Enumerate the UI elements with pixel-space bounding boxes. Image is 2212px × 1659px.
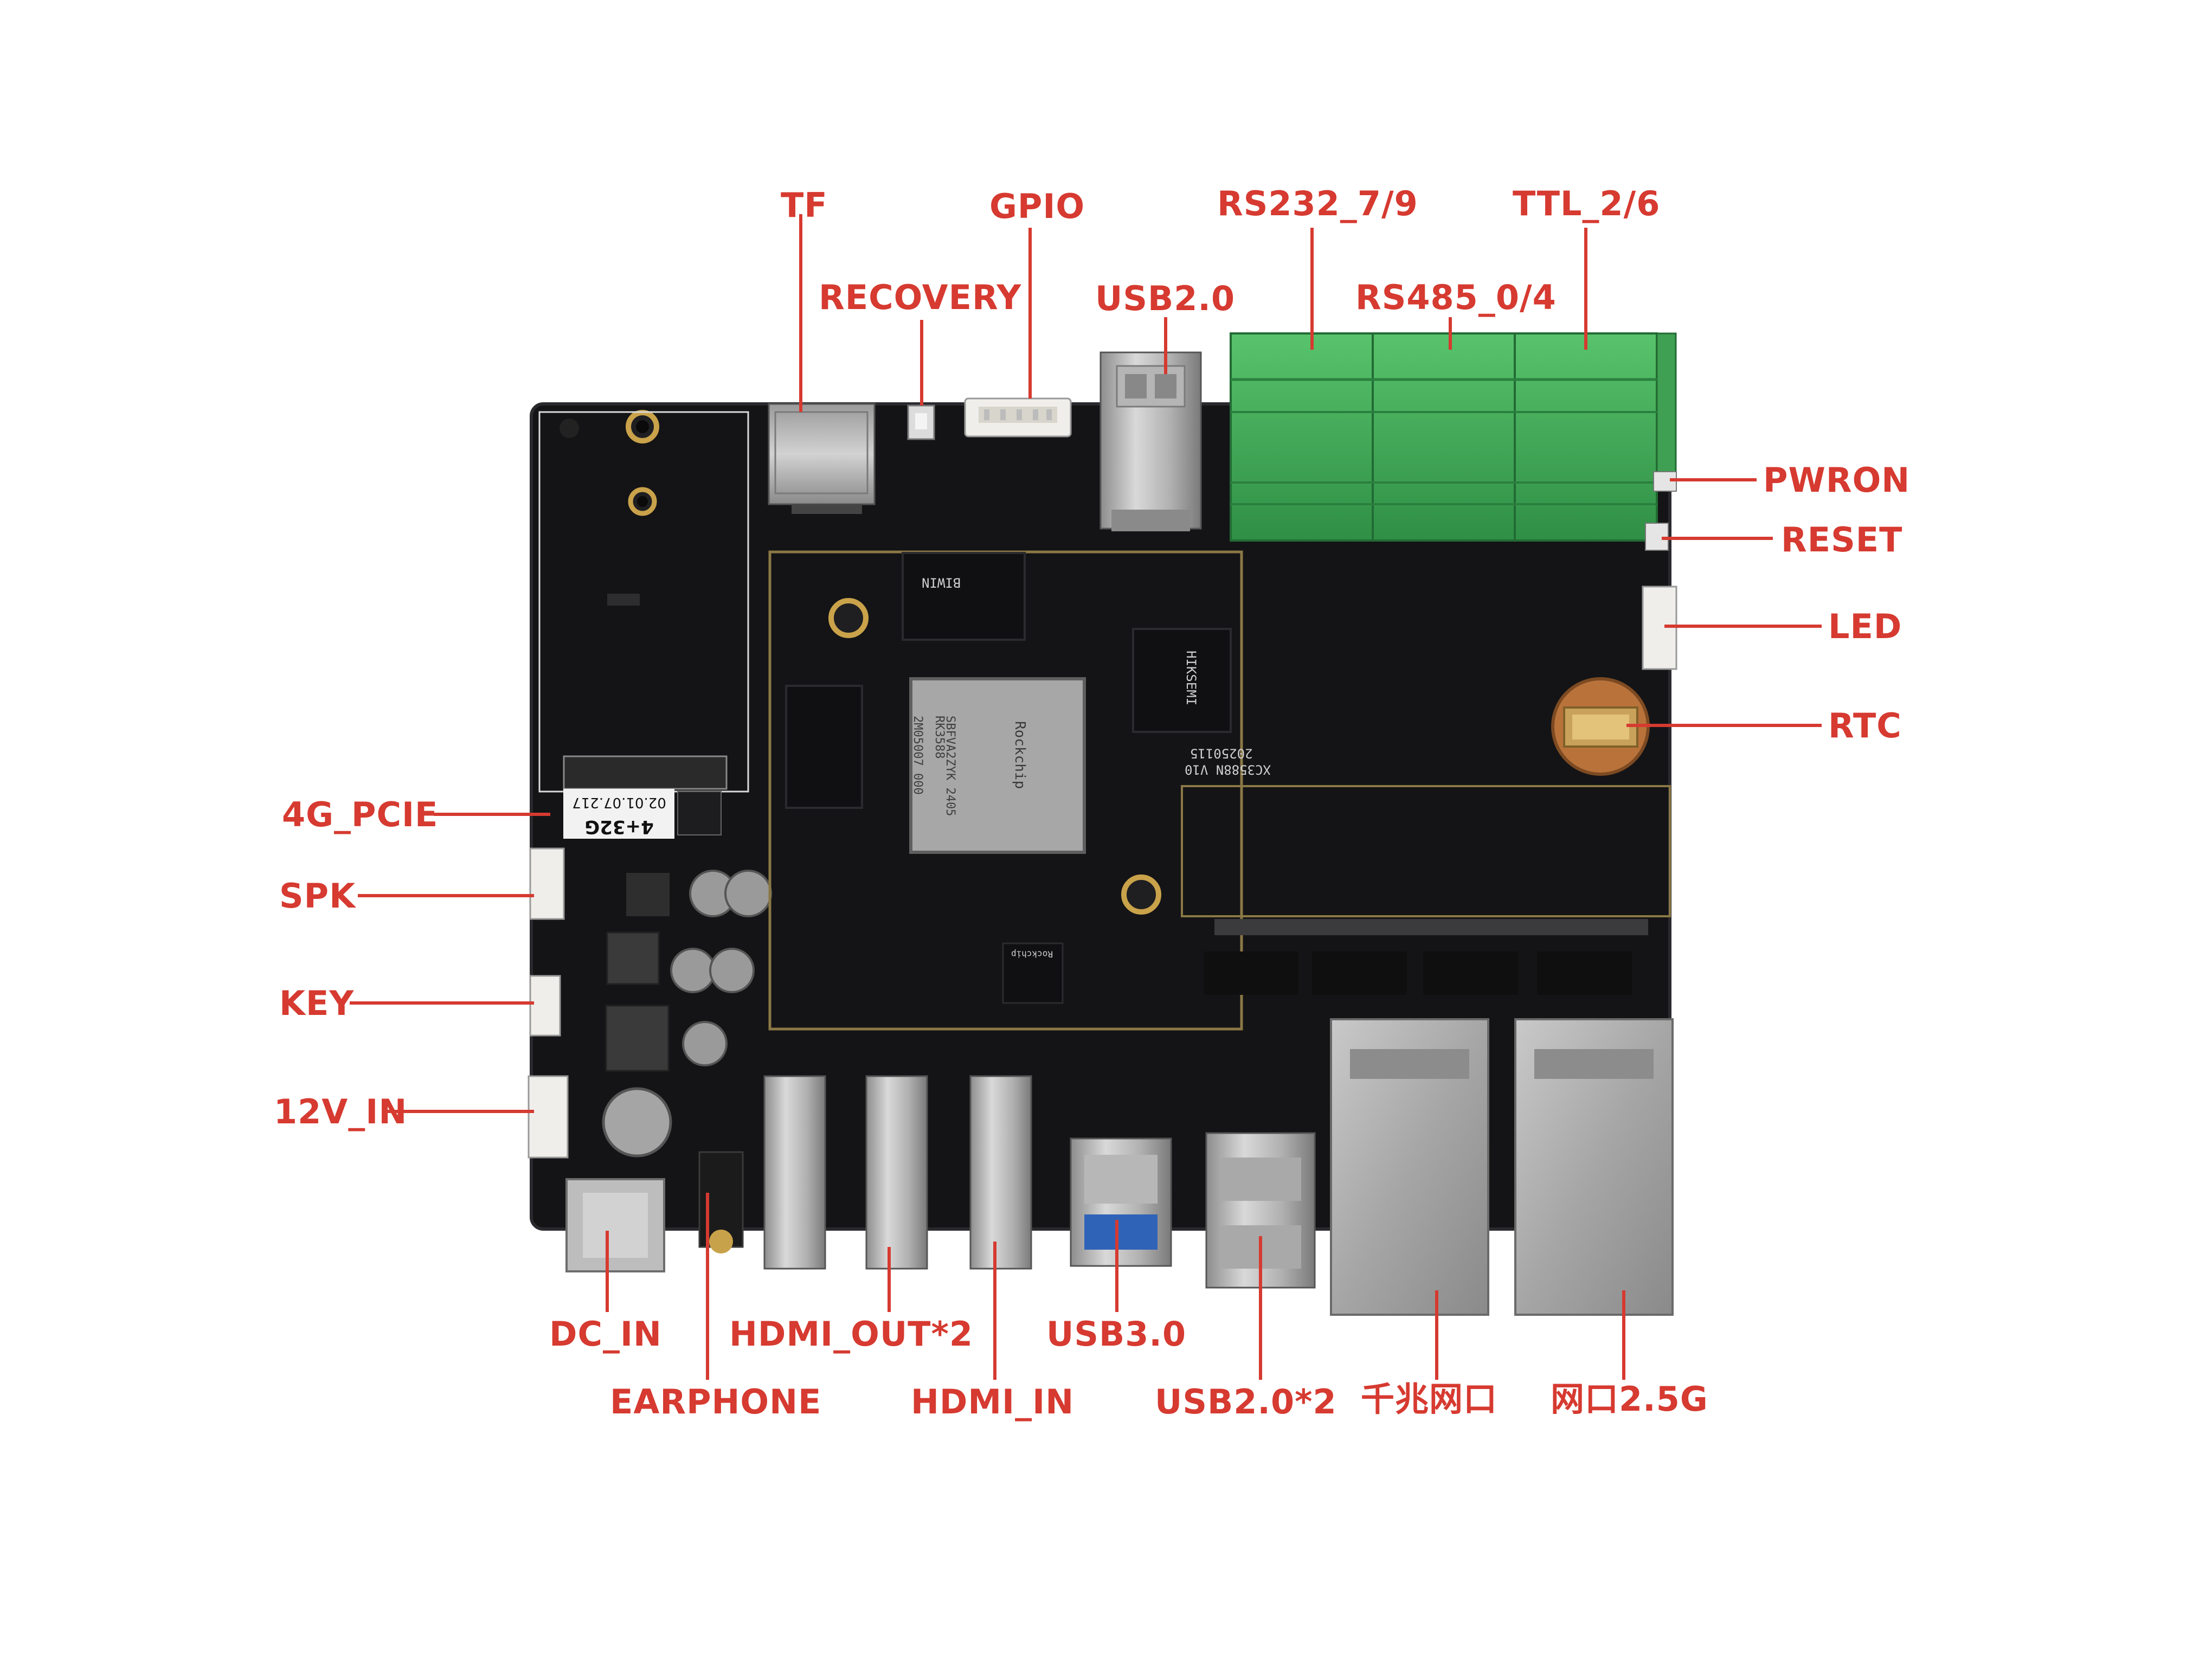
key-connector <box>529 975 561 1037</box>
label-earphone: EARPHONE <box>610 1382 822 1422</box>
label-rtc: RTC <box>1828 706 1902 745</box>
hdmi-in-port <box>969 1075 1032 1270</box>
pcie-sticker-capacity: 4+32G <box>584 816 653 838</box>
label-hdmi-in: HDMI_IN <box>911 1382 1075 1422</box>
label-rs485: RS485_0/4 <box>1355 278 1557 317</box>
recovery-button <box>907 404 935 440</box>
gpio-connector <box>964 397 1072 438</box>
label-led: LED <box>1828 607 1902 646</box>
power-components <box>602 870 772 1158</box>
dc-in-jack <box>565 1178 665 1272</box>
leader-lines <box>350 214 1822 1380</box>
core-module <box>768 550 1243 1031</box>
ethernet-25g-port <box>1514 1018 1674 1316</box>
pcie-sticker-code: 02.01.07.217 <box>572 794 666 811</box>
spk-connector <box>529 847 565 920</box>
label-usb20x2: USB2.0*2 <box>1155 1382 1337 1422</box>
usb20-top-port <box>1099 351 1202 531</box>
label-4g-pcie: 4G_PCIE <box>282 795 439 834</box>
label-tf: TF <box>781 185 828 225</box>
pcie-slot-area: 4+32G 02.01.07.217 <box>538 411 749 839</box>
tf-slot <box>768 403 876 514</box>
label-rs232: RS232_7/9 <box>1217 184 1418 223</box>
label-ttl: TTL_2/6 <box>1513 184 1661 223</box>
ethernet-gigabit-port <box>1330 1018 1489 1316</box>
label-gpio: GPIO <box>989 187 1085 226</box>
label-reset: RESET <box>1781 520 1903 560</box>
usb30-port <box>1070 1137 1172 1267</box>
label-key: KEY <box>279 983 355 1023</box>
pcie-sticker: 4+32G 02.01.07.217 <box>563 789 674 839</box>
label-12v-in: 12V_IN <box>274 1092 408 1131</box>
board-model: XC3588N V10 <box>1185 762 1271 777</box>
terminal-blocks <box>1230 332 1677 542</box>
soc-marking-3: 2M05007 000 <box>911 716 924 795</box>
label-port-25g: 网口2.5G <box>1551 1379 1708 1419</box>
soc-marking-2: SBFVA2ZYK 2405 <box>943 716 957 816</box>
label-recovery: RECOVERY <box>819 278 1022 317</box>
memory-brand: BIWIN <box>922 575 961 590</box>
hdmi-out-ports <box>763 1075 928 1270</box>
label-spk: SPK <box>279 876 356 916</box>
rtc-battery <box>1551 677 1650 776</box>
label-usb30: USB3.0 <box>1046 1314 1187 1354</box>
label-gigabit-port: 千兆网口 <box>1361 1379 1498 1419</box>
network-phy-area <box>1181 785 1671 995</box>
label-dc-in: DC_IN <box>549 1314 662 1354</box>
hiksemi-brand: HIKSEMI <box>1184 651 1199 706</box>
12v-in-connector <box>528 1075 569 1159</box>
board-date: 20250115 <box>1190 745 1253 761</box>
pmic-brand: Rockchip <box>1011 949 1053 960</box>
label-pwron: PWRON <box>1763 460 1911 500</box>
soc-brand: Rockchip <box>1012 721 1028 789</box>
label-usb20-top: USB2.0 <box>1095 279 1236 318</box>
label-hdmi-out: HDMI_OUT*2 <box>729 1314 974 1354</box>
